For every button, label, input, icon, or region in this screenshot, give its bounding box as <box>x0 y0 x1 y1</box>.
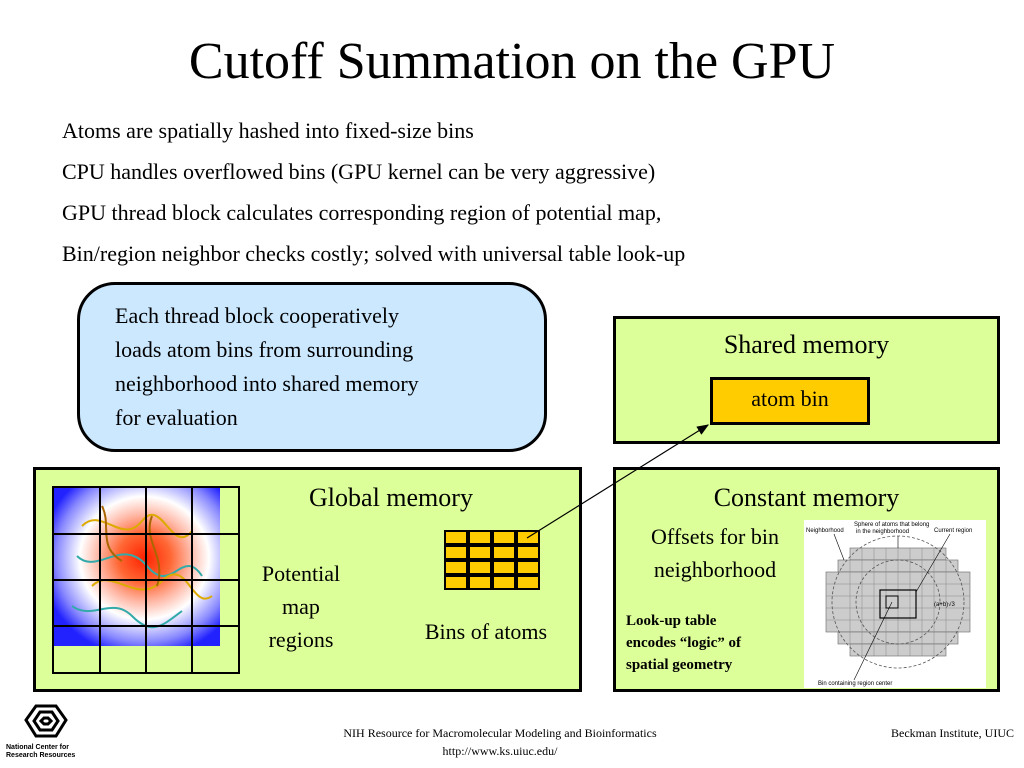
footer-url: http://www.ks.uiuc.edu/ <box>442 744 558 758</box>
lookup-table-note: Look-up table encodes “logic” of spatial… <box>626 610 806 676</box>
shared-memory-title: Shared memory <box>723 330 890 359</box>
footer-center: NIH Resource for Macromolecular Modeling… <box>280 724 720 760</box>
current-region-text: Current region <box>934 528 972 534</box>
bullet-item: Bin/region neighbor checks costly; solve… <box>62 241 686 266</box>
bin-center-text: Bin containing region center <box>818 681 892 687</box>
lookup-note-line: encodes “logic” of <box>626 635 741 651</box>
footer-resource: NIH Resource for Macromolecular Modeling… <box>343 726 657 740</box>
callout-text: Each thread block cooperatively loads at… <box>115 299 419 435</box>
bullet-item: Atoms are spatially hashed into fixed-si… <box>62 118 474 143</box>
slide-title: Cutoff Summation on the GPU <box>188 33 836 90</box>
center-bin <box>885 595 899 609</box>
bullet-item: CPU handles overflowed bins (GPU kernel … <box>62 159 656 184</box>
bins-of-atoms-label: Bins of atoms <box>424 619 548 644</box>
constant-memory-title: Constant memory <box>713 483 900 512</box>
logo-line: Research Resources <box>6 752 76 759</box>
neighborhood-text: Neighborhood <box>806 528 844 534</box>
potential-map-line: Potential <box>261 561 341 586</box>
atom-bin-box: atom bin <box>710 377 870 425</box>
lookup-note-line: spatial geometry <box>626 657 733 673</box>
thread-block-callout: Each thread block cooperatively loads at… <box>77 282 547 452</box>
callout-line: for evaluation <box>115 405 238 430</box>
shared-memory-panel: Shared memory atom bin <box>613 316 1000 444</box>
bullet-item: GPU thread block calculates correspondin… <box>62 200 662 225</box>
region-grid <box>52 486 240 674</box>
offsets-line: neighborhood <box>653 557 777 582</box>
global-memory-title: Global memory <box>309 483 473 512</box>
neighborhood-diagram: Neighborhood Sphere of atoms that belong… <box>804 520 986 688</box>
footer-right: Beckman Institute, UIUC <box>891 726 1014 740</box>
global-memory-panel: Global memory <box>33 467 582 692</box>
logo-line: National Center for <box>6 744 70 751</box>
bullet-list: Atoms are spatially hashed into fixed-si… <box>62 110 685 274</box>
potential-map-label: Potential map regions <box>241 557 361 656</box>
callout-line: Each thread block cooperatively <box>115 303 400 328</box>
ncrr-logo-icon <box>24 704 68 738</box>
lookup-note-line: Look-up table <box>626 613 717 629</box>
inner-sphere <box>855 559 941 645</box>
atom-bins-grid <box>444 530 540 590</box>
callout-line: neighborhood into shared memory <box>115 371 419 396</box>
constant-memory-panel: Constant memory Offsets for bin neighbor… <box>613 467 1000 692</box>
potential-map-line: regions <box>268 627 334 652</box>
molecule-strands <box>71 505 213 629</box>
callout-line: loads atom bins from surrounding <box>115 337 414 362</box>
sphere-text: Sphere of atoms that belong <box>854 522 929 528</box>
potential-map-grid <box>52 486 240 674</box>
offsets-label: Offsets for bin neighborhood <box>620 520 810 586</box>
offsets-line: Offsets for bin <box>651 524 779 549</box>
current-region <box>879 589 917 619</box>
logo-text: National Center for Research Resources <box>6 744 86 760</box>
sphere-text: in the neighborhood <box>856 529 909 535</box>
potential-map-line: map <box>282 594 320 619</box>
formula-text: (a+b)√3 <box>934 601 955 608</box>
